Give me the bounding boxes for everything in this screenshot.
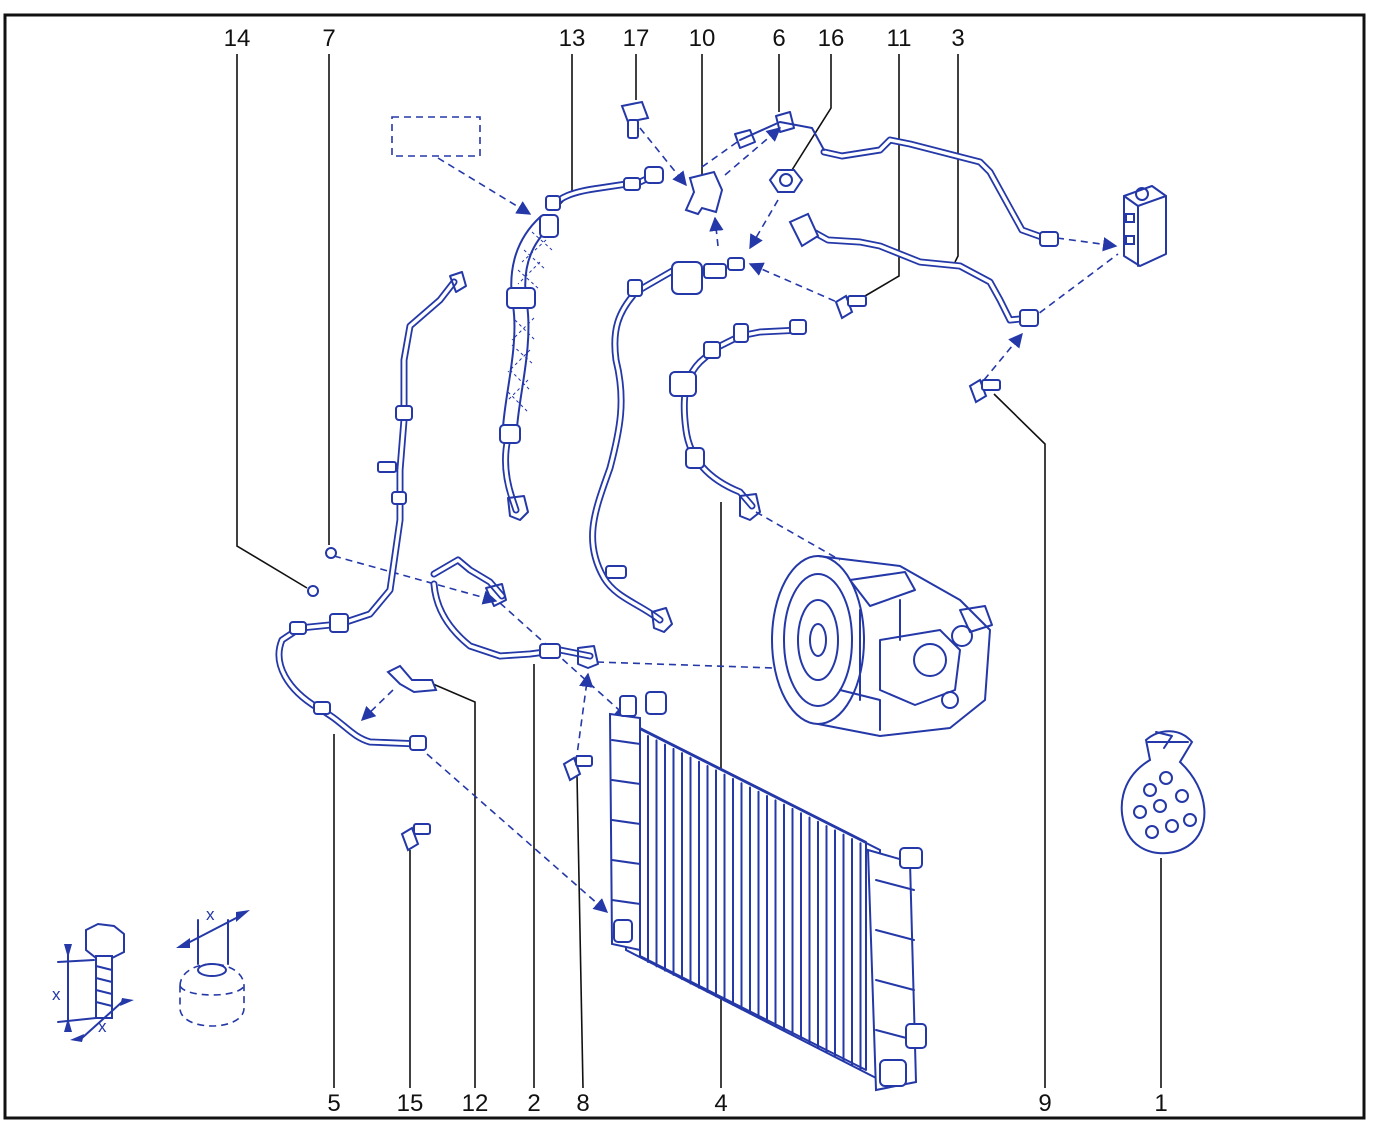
diagram-frame xyxy=(3,13,1366,1120)
callout-1: 1 xyxy=(1154,1090,1167,1117)
pipe-2 xyxy=(589,257,745,633)
screw-14 xyxy=(307,585,319,597)
callout-7: 7 xyxy=(322,25,335,52)
nut-dimension-symbol: x xyxy=(176,905,250,1027)
top-callouts: 14 7 13 17 10 6 16 11 3 xyxy=(224,25,965,52)
leader-12 xyxy=(432,683,476,1088)
bracket-12 xyxy=(386,664,438,694)
callout-15: 15 xyxy=(397,1090,424,1117)
leader-16 xyxy=(791,54,832,171)
pipe-4 xyxy=(669,319,807,521)
callout-8: 8 xyxy=(576,1090,589,1117)
bolt-11 xyxy=(834,294,867,320)
pipe-5 xyxy=(275,271,467,751)
drier-filter xyxy=(671,261,703,295)
leader-13 xyxy=(559,54,573,205)
leader-11 xyxy=(864,54,900,297)
callout-9: 9 xyxy=(1038,1090,1051,1117)
callout-11: 11 xyxy=(887,25,912,52)
leader-8 xyxy=(576,774,584,1089)
desiccant-bag-1 xyxy=(1120,730,1206,855)
pipe-3 xyxy=(734,111,1059,327)
screw-7 xyxy=(325,547,337,559)
callout-12: 12 xyxy=(462,1090,489,1117)
leader-10 xyxy=(701,54,711,191)
callout-10: 10 xyxy=(689,25,716,52)
assembly-arrows xyxy=(333,127,1119,913)
callout-17: 17 xyxy=(623,25,650,52)
dimension-x-nut: x xyxy=(206,905,215,924)
leader-14 xyxy=(236,54,308,589)
dimension-x-bolt-length: x xyxy=(52,985,61,1004)
compressor xyxy=(771,555,993,737)
bolt-15 xyxy=(400,823,431,852)
hose-13 xyxy=(499,166,664,521)
bolt-17 xyxy=(620,100,650,139)
nut-16 xyxy=(768,169,804,193)
pipe-condenser xyxy=(430,556,599,669)
callout-6: 6 xyxy=(772,25,785,52)
dimension-x-bolt-diameter: x xyxy=(98,1017,107,1036)
callout-5: 5 xyxy=(327,1090,340,1117)
leader-lines xyxy=(236,54,1162,1089)
bolt-dimension-symbol: x x xyxy=(52,922,134,1042)
leader-9 xyxy=(993,393,1046,1088)
callout-2: 2 xyxy=(527,1090,540,1117)
bolt-8 xyxy=(562,755,593,782)
callout-16: 16 xyxy=(818,25,845,52)
leader-3 xyxy=(954,54,959,263)
label-placeholder-box xyxy=(391,116,481,157)
bracket-10 xyxy=(684,170,724,216)
condenser xyxy=(608,691,927,1092)
expansion-valve xyxy=(1123,185,1167,267)
callout-3: 3 xyxy=(951,25,964,52)
bolt-9 xyxy=(968,378,1001,404)
callout-4: 4 xyxy=(714,1090,727,1117)
callout-14: 14 xyxy=(224,25,251,52)
bottom-callouts: 5 15 12 2 8 4 9 1 xyxy=(327,1090,1167,1117)
callout-13: 13 xyxy=(559,25,586,52)
